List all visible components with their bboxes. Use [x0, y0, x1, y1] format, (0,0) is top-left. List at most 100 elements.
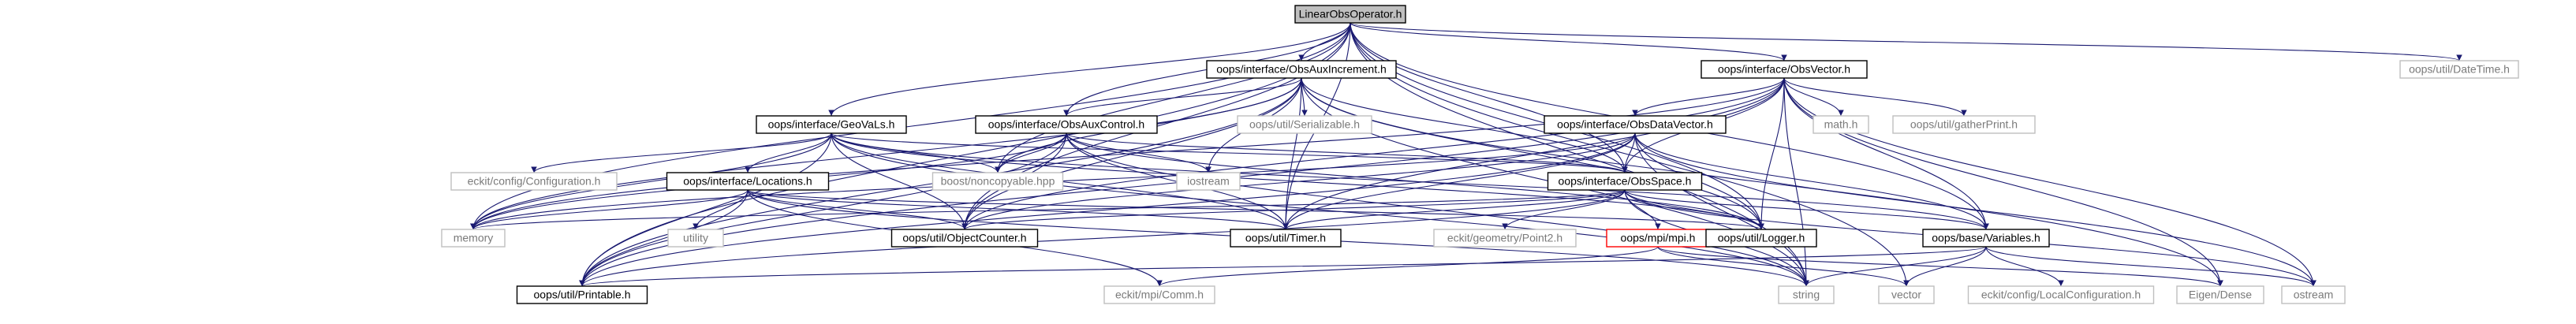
- edge-n4-n19: [470, 132, 832, 230]
- node-n23[interactable]: oops/util/Printable.h: [516, 285, 648, 304]
- node-box: [756, 115, 907, 134]
- node-n9: oops/util/gatherPrint.h: [1892, 115, 2036, 134]
- node-label: oops/interface/GeoVaLs.h: [768, 118, 895, 131]
- node-label: iostream: [1187, 175, 1230, 188]
- node-n15: utility: [667, 229, 724, 248]
- node-label: eckit/geometry/Point2.h: [1447, 232, 1562, 244]
- node-label: oops/util/gatherPrint.h: [1910, 118, 2018, 131]
- node-n6: oops/util/Serializable.h: [1237, 115, 1372, 134]
- edge-n13-n15: [693, 189, 749, 230]
- node-label: memory: [454, 232, 494, 244]
- node-n29: ostream: [2281, 285, 2346, 304]
- node-n12: iostream: [1176, 172, 1241, 191]
- node-n1[interactable]: oops/interface/ObsAuxIncrement.h: [1206, 60, 1397, 79]
- edge-n5-n21: [1066, 132, 1289, 230]
- node-n7[interactable]: oops/interface/ObsDataVector.h: [1544, 115, 1727, 134]
- node-label: oops/util/Printable.h: [534, 289, 631, 301]
- node-box: [1778, 285, 1835, 304]
- edge-n4-n10: [531, 132, 832, 173]
- node-n10: eckit/config/Configuration.h: [450, 172, 618, 191]
- edge-n0-n14: [1350, 22, 1628, 173]
- node-box: [516, 285, 648, 304]
- edge-n7-n21: [1282, 132, 1636, 230]
- node-label: Eigen/Dense: [2189, 289, 2252, 301]
- edge-n14-n21: [1282, 189, 1626, 230]
- node-label: eckit/config/Configuration.h: [468, 175, 601, 188]
- node-n25: string: [1778, 285, 1835, 304]
- node-n18[interactable]: oops/base/Variables.h: [1922, 229, 2050, 248]
- node-label: oops/interface/ObsAuxControl.h: [988, 118, 1144, 131]
- edge-n18-n29: [1985, 246, 2317, 287]
- node-box: [1967, 285, 2155, 304]
- edge-n2-n28: [1783, 77, 2223, 287]
- node-n13[interactable]: oops/interface/Locations.h: [666, 172, 830, 191]
- node-box: [1705, 229, 1817, 248]
- node-n14[interactable]: oops/interface/ObsSpace.h: [1547, 172, 1703, 191]
- edge-n14-n23: [579, 189, 1626, 287]
- node-box: [1237, 115, 1372, 134]
- node-label: boost/noncopyable.hpp: [941, 175, 1055, 188]
- edge-n13-n23: [579, 189, 749, 287]
- node-label: oops/util/Logger.h: [1718, 232, 1805, 244]
- edge-n13-n20: [747, 189, 968, 230]
- edge-n18-n26: [1903, 246, 1987, 287]
- edge-n0-n19: [470, 22, 1351, 230]
- node-box: [1433, 229, 1577, 248]
- node-box: [1544, 115, 1727, 134]
- edge-n2-n22: [1758, 77, 1785, 230]
- node-label: oops/interface/ObsDataVector.h: [1557, 118, 1713, 131]
- edge-n5-n11: [995, 132, 1067, 173]
- node-n8: math.h: [1813, 115, 1869, 134]
- node-label: oops/interface/ObsSpace.h: [1559, 175, 1692, 188]
- node-label: math.h: [1824, 118, 1858, 131]
- node-box: [1892, 115, 2036, 134]
- node-n26: vector: [1878, 285, 1935, 304]
- edge-n13-n21: [747, 189, 1289, 230]
- edge-n17-n24: [1156, 246, 1659, 287]
- node-n3: oops/util/DateTime.h: [2399, 60, 2519, 79]
- node-box: [890, 229, 1039, 248]
- node-box: [2399, 60, 2519, 79]
- node-label: vector: [1891, 289, 1921, 301]
- edge-n2-n8: [1783, 77, 1844, 117]
- edge-n4-n23: [579, 132, 832, 287]
- node-n2[interactable]: oops/interface/ObsVector.h: [1701, 60, 1868, 79]
- node-label: LinearObsOperator.h: [1299, 8, 1402, 20]
- node-label: oops/util/Timer.h: [1245, 232, 1326, 244]
- node-box: [1206, 60, 1397, 79]
- node-n22[interactable]: oops/util/Logger.h: [1705, 229, 1817, 248]
- node-layer: LinearObsOperator.h oops/interface/ObsAux…: [441, 5, 2519, 304]
- node-box: [441, 229, 506, 248]
- node-box: [666, 172, 830, 191]
- node-box: [1813, 115, 1869, 134]
- node-box: [1294, 5, 1406, 24]
- edge-n2-n9: [1783, 77, 1967, 117]
- node-n17[interactable]: oops/mpi/mpi.h: [1606, 229, 1710, 248]
- node-label: eckit/mpi/Comm.h: [1115, 289, 1204, 301]
- node-n5[interactable]: oops/interface/ObsAuxControl.h: [975, 115, 1158, 134]
- edge-n7-n18: [1634, 132, 1989, 230]
- edge-n2-n7: [1632, 77, 1785, 117]
- edge-n13-n19: [470, 189, 749, 230]
- node-box: [1176, 172, 1241, 191]
- node-n4[interactable]: oops/interface/GeoVaLs.h: [756, 115, 907, 134]
- node-box: [1547, 172, 1703, 191]
- node-box: [1701, 60, 1868, 79]
- edge-n7-n25: [1634, 132, 1809, 287]
- edge-n1-n14: [1301, 77, 1628, 173]
- node-n20[interactable]: oops/util/ObjectCounter.h: [890, 229, 1039, 248]
- edge-n17-n26: [1657, 246, 1910, 287]
- edge-n14-n20: [961, 189, 1626, 230]
- edge-n14-n16: [1502, 189, 1626, 230]
- node-box: [2176, 285, 2264, 304]
- edge-n7-n14: [1622, 132, 1636, 173]
- node-label: oops/util/DateTime.h: [2409, 63, 2510, 76]
- edge-n2-n25: [1783, 77, 1809, 287]
- edge-n18-n27: [1985, 246, 2064, 287]
- node-box: [2281, 285, 2346, 304]
- edge-n0-n2: [1350, 22, 1787, 61]
- node-n0[interactable]: LinearObsOperator.h: [1294, 5, 1406, 24]
- node-n24: eckit/mpi/Comm.h: [1103, 285, 1215, 304]
- node-label: string: [1793, 289, 1820, 301]
- node-n21[interactable]: oops/util/Timer.h: [1230, 229, 1342, 248]
